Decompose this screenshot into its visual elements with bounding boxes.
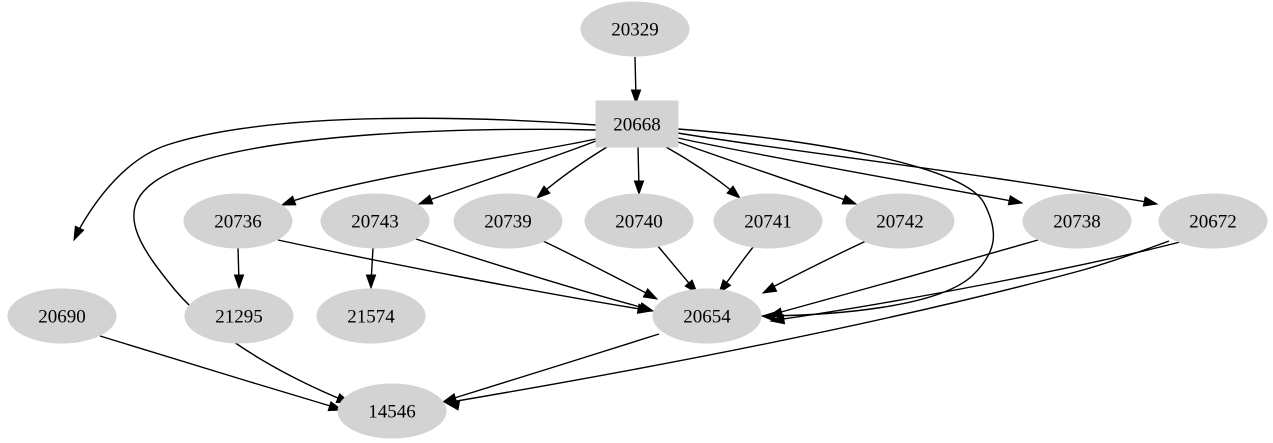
graph-edge [365,247,377,290]
edge-line [540,146,608,195]
graph-node-20329[interactable]: 20329 [580,1,690,57]
graph-edge [535,146,608,199]
graph-edge [133,128,597,404]
graph-edge [656,244,698,295]
node-ellipse-shape[interactable] [580,1,690,57]
node-ellipse-shape[interactable] [453,193,563,249]
graph-edge [769,241,1181,325]
graph-edge [677,141,858,205]
graph-node-21574[interactable]: 21574 [316,288,426,344]
graph-edge [761,240,867,294]
edge-arrowhead [638,302,655,313]
edge-line [99,335,338,409]
graph-edge [99,335,344,412]
graph-edge [233,247,245,290]
edge-line [665,146,737,195]
node-ellipse-shape[interactable] [184,288,294,344]
edge-arrowhead [280,195,297,206]
edge-line [656,244,695,290]
graph-node-20690[interactable]: 20690 [7,288,117,344]
edge-arrowhead [633,180,645,196]
node-ellipse-shape[interactable] [7,288,117,344]
graph-edge [280,138,597,206]
graph-edge [415,238,655,313]
node-ellipse-shape[interactable] [183,193,293,249]
graph-node-20654[interactable]: 20654 [652,288,762,344]
edge-line [766,240,867,291]
graph-node-20736[interactable]: 20736 [183,193,293,249]
graph-edge [73,117,597,242]
edge-line [286,138,597,204]
node-box-shape[interactable] [595,100,679,148]
graph-edge [444,240,1170,411]
edge-arrowhead [841,194,858,205]
edge-line [677,132,1153,204]
edge-line [423,140,597,203]
edge-arrowhead [417,194,434,205]
graph-node-20672[interactable]: 20672 [1158,193,1268,249]
edge-line [415,238,649,310]
edge-arrowhead [726,185,742,199]
graph-node-20668[interactable]: 20668 [595,100,679,148]
edge-line [677,141,852,203]
graph-edge [677,137,1024,206]
edge-line [542,240,653,297]
graph-node-20740[interactable]: 20740 [584,193,694,249]
node-ellipse-shape[interactable] [845,193,955,249]
node-ellipse-shape[interactable] [337,383,447,439]
edge-arrowhead [767,307,784,318]
graph-node-20738[interactable]: 20738 [1022,193,1132,249]
graph-edge [417,140,597,205]
edge-line [677,128,995,317]
graph-node-21295[interactable]: 21295 [184,288,294,344]
edge-arrowhead [761,282,778,294]
graph-edge [633,146,645,196]
edge-arrowhead [1007,195,1024,206]
node-ellipse-shape[interactable] [652,288,762,344]
node-ellipse-shape[interactable] [320,193,430,249]
edge-arrowhead [73,225,85,242]
node-ellipse-shape[interactable] [1022,193,1132,249]
edge-arrowhead [1142,196,1159,207]
graph-node-20739[interactable]: 20739 [453,193,563,249]
graph-edge [630,56,642,105]
graph-node-14546[interactable]: 14546 [337,383,447,439]
graph-edge [677,132,1159,207]
node-layer: 20329 20668 20736 20743 20739 20740 20741 20742… [7,1,1268,439]
edge-line [447,333,660,401]
graph-edge [441,333,660,404]
edge-arrowhead [642,287,659,300]
graph-edge [542,240,659,300]
edge-line [133,128,597,402]
edge-line [75,117,597,236]
node-ellipse-shape[interactable] [713,193,823,249]
node-ellipse-shape[interactable] [316,288,426,344]
edge-line [450,240,1170,403]
edge-line [277,239,647,311]
edge-arrowhead [233,274,245,290]
graph-edge [767,239,1039,318]
graph-node-20742[interactable]: 20742 [845,193,955,249]
edge-arrowhead [535,185,551,199]
edge-line [775,241,1181,321]
node-ellipse-shape[interactable] [584,193,694,249]
graph-node-20741[interactable]: 20741 [713,193,823,249]
edge-line [677,137,1018,203]
graph-edge [665,146,742,199]
node-ellipse-shape[interactable] [1158,193,1268,249]
edge-arrowhead [441,392,458,404]
edge-arrowhead [769,313,786,325]
graph-node-20743[interactable]: 20743 [320,193,430,249]
graph-edge [718,245,755,295]
edge-line [773,239,1039,315]
edge-arrowhead [630,89,642,105]
edge-arrowhead [365,274,377,290]
